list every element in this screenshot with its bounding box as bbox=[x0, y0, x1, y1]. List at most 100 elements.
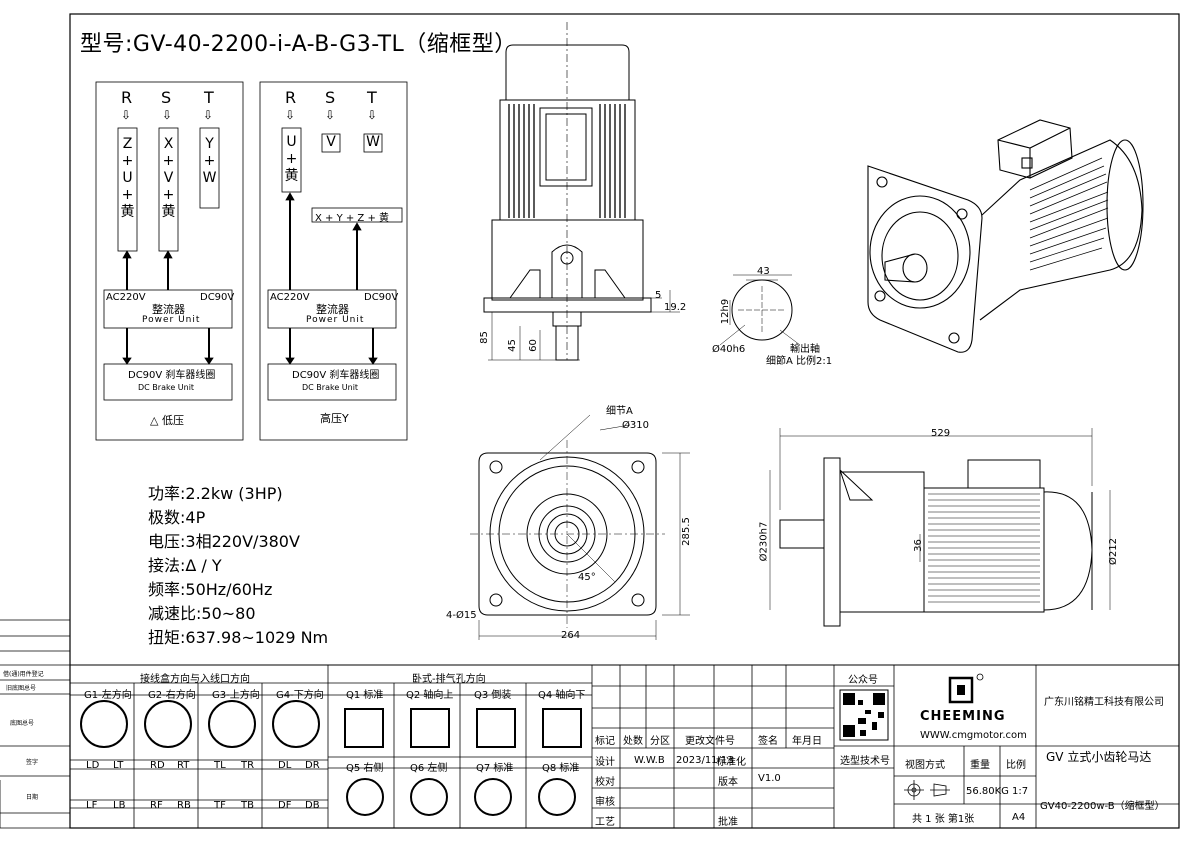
vent-q2-icon bbox=[410, 708, 450, 748]
spec-frequency: 频率:50Hz/60Hz bbox=[148, 580, 273, 599]
code-dr: DR bbox=[305, 760, 320, 771]
front-view-dimensions bbox=[488, 290, 680, 361]
phase-r-low: R bbox=[121, 88, 133, 107]
margin-label-5: 日期 bbox=[26, 794, 39, 801]
vent-q7-icon bbox=[474, 778, 512, 816]
vent-q7: Q7 标准 bbox=[476, 763, 514, 774]
spec-power: 功率:2.2kw (3HP) bbox=[148, 484, 283, 503]
vent-q6-icon bbox=[410, 778, 448, 816]
spec-connection: 接法:Δ / Y bbox=[148, 556, 222, 575]
product-name: GV 立式小齿轮马达 bbox=[1046, 750, 1152, 764]
dim-529: 529 bbox=[931, 428, 951, 439]
tb-version-label: 版本 bbox=[718, 777, 738, 788]
dim-19-2: 19.2 bbox=[664, 302, 687, 313]
dir-g4: G4-下方向 bbox=[276, 690, 324, 701]
phase-r-high: R bbox=[285, 88, 297, 107]
wiring-diagram-high bbox=[259, 81, 408, 441]
brake-coil-label-high: DC90V 刹车器线圈 bbox=[292, 370, 380, 381]
code-ld: LD bbox=[86, 760, 100, 771]
vent-q3-icon bbox=[476, 708, 516, 748]
tb-designer: W.W.B bbox=[634, 755, 665, 766]
terminal-v-high: V bbox=[326, 134, 336, 150]
brand-name: CHEEMING bbox=[920, 709, 1006, 724]
vent-q1-icon bbox=[344, 708, 384, 748]
junction-box-section-title: 接线盒方向与入线口方向 bbox=[140, 674, 250, 685]
star-point-label: X + Y + Z + 黄 bbox=[315, 213, 390, 224]
rectifier-label-high: 整流器 bbox=[316, 303, 349, 316]
vent-q8: Q8 标准 bbox=[542, 763, 580, 774]
paper-size: A4 bbox=[1012, 812, 1026, 823]
spec-ratio: 减速比:50~80 bbox=[148, 604, 256, 623]
dc-label-high: DC90V bbox=[364, 292, 399, 303]
down-arrow-icon: ⇩ bbox=[367, 108, 378, 122]
terminal-w-high: W bbox=[366, 134, 380, 150]
flange-bottom-view bbox=[470, 414, 690, 640]
vent-q5-icon bbox=[346, 778, 384, 816]
junction-g2-icon bbox=[144, 700, 192, 748]
terminal-group-1-low: Z + U + 黄 bbox=[120, 136, 135, 220]
code-rb: RB bbox=[177, 800, 191, 811]
vent-q4-icon bbox=[542, 708, 582, 748]
tb-standardization: 标准化 bbox=[716, 757, 746, 768]
tb-version: V1.0 bbox=[758, 773, 781, 784]
vent-q3: Q3 倒装 bbox=[474, 690, 512, 701]
dim-40h6: Ø40h6 bbox=[712, 344, 746, 355]
scale-value: 1:7 bbox=[1012, 786, 1029, 797]
wechat-label: 公众号 bbox=[848, 675, 878, 686]
qr-code bbox=[839, 689, 889, 741]
phase-t-high: T bbox=[367, 88, 377, 107]
left-margin-table bbox=[0, 619, 70, 829]
dc-label-low: DC90V bbox=[200, 292, 235, 303]
dir-g3: G3-上方向 bbox=[212, 690, 260, 701]
tb-header-zone: 分区 bbox=[650, 736, 670, 747]
dim-310: Ø310 bbox=[622, 420, 649, 431]
dim-85: 85 bbox=[478, 331, 490, 344]
tb-check-label: 校对 bbox=[595, 777, 615, 788]
dim-45-degree: 45° bbox=[578, 572, 596, 583]
company-name: 广东川铭精工科技有限公司 bbox=[1044, 697, 1164, 708]
scale-label: 比例 bbox=[1006, 760, 1026, 771]
code-dl: DL bbox=[278, 760, 292, 771]
vent-q6: Q6 左侧 bbox=[410, 763, 448, 774]
phase-s-high: S bbox=[325, 88, 336, 107]
dir-g1: G1-左方向 bbox=[84, 690, 132, 701]
power-unit-label-high: Power Unit bbox=[306, 315, 365, 325]
junction-g1-icon bbox=[80, 700, 128, 748]
code-db: DB bbox=[305, 800, 320, 811]
vent-q1: Q1 标准 bbox=[346, 690, 384, 701]
tb-approve-label: 批准 bbox=[718, 817, 738, 828]
dim-12h9: 12h9 bbox=[720, 298, 732, 325]
rectifier-label-low: 整流器 bbox=[152, 303, 185, 316]
down-arrow-icon: ⇩ bbox=[121, 108, 132, 122]
motor-front-view bbox=[483, 22, 652, 361]
code-df: DF bbox=[278, 800, 292, 811]
brake-unit-label-low: DC Brake Unit bbox=[138, 383, 195, 392]
brake-coil-label-low: DC90V 刹车器线圈 bbox=[128, 370, 216, 381]
dim-285-5: 285.5 bbox=[680, 517, 692, 546]
vent-q4: Q4 轴向下 bbox=[538, 690, 586, 701]
ac-label-low: AC220V bbox=[106, 292, 146, 303]
dim-60: 60 bbox=[527, 339, 539, 352]
spec-poles: 极数:4P bbox=[148, 508, 206, 527]
wiring-diagram-low bbox=[95, 81, 244, 441]
shaft-note: 輸出軸 bbox=[790, 344, 820, 355]
junction-g3-icon bbox=[208, 700, 256, 748]
tb-review-label: 审核 bbox=[595, 797, 615, 808]
motor-side-view bbox=[769, 428, 1111, 627]
dir-g2: G2-右方向 bbox=[148, 690, 196, 701]
tb-craft-label: 工艺 bbox=[595, 817, 615, 828]
model-code: GV40-2200w-B（缩框型） bbox=[1040, 801, 1165, 812]
terminal-group-3-low: Y + W bbox=[202, 136, 217, 186]
dim-45: 45 bbox=[506, 339, 518, 352]
terminal-group-2-low: X + V + 黄 bbox=[161, 136, 176, 220]
code-rf: RF bbox=[150, 800, 163, 811]
margin-label-1: 借(通)用件登记 bbox=[3, 671, 44, 678]
phase-t-low: T bbox=[204, 88, 214, 107]
detail-scale-note: 细節A 比例2:1 bbox=[766, 356, 833, 367]
vent-q5: Q5 右侧 bbox=[346, 763, 384, 774]
drawing-frame bbox=[69, 13, 1180, 829]
code-lb: LB bbox=[113, 800, 126, 811]
ac-label-high: AC220V bbox=[270, 292, 310, 303]
spec-torque: 扭矩:637.98~1029 Nm bbox=[148, 628, 329, 647]
